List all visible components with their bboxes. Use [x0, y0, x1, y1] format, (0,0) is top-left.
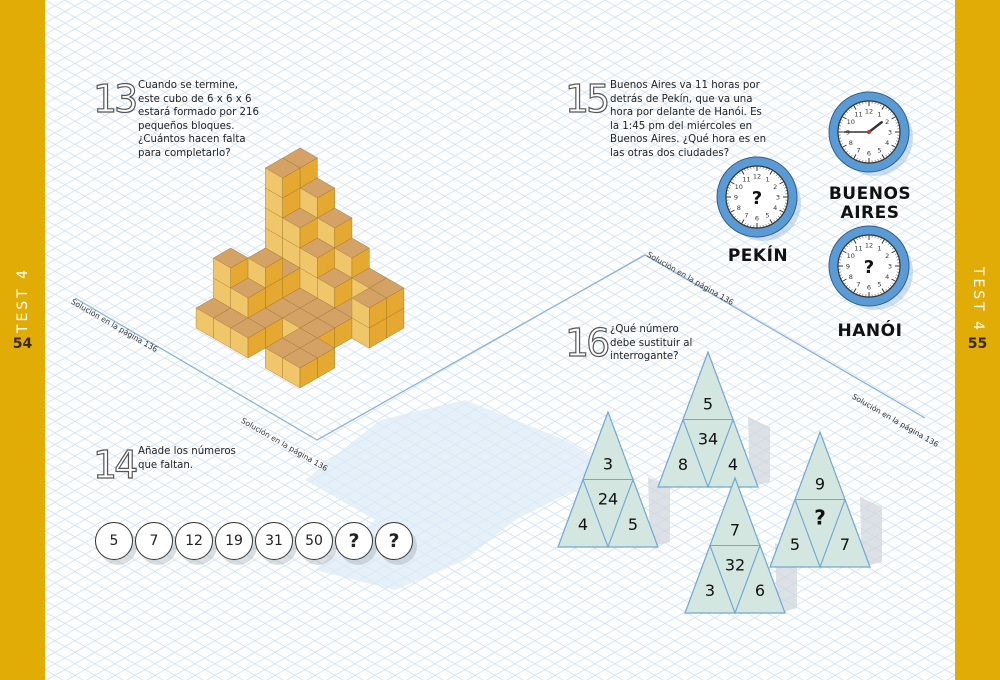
right-page-band: TEST 4 55: [955, 0, 1000, 680]
sequence-item: 50: [295, 522, 333, 560]
clock-numeral: 5: [877, 147, 881, 155]
clock-numeral: 11: [854, 244, 862, 252]
cube-block: [230, 317, 266, 359]
cube-block: [264, 157, 301, 199]
clock-numeral: 12: [865, 242, 873, 250]
puzzle-13-number: 13: [92, 77, 139, 121]
cube-block: [351, 287, 388, 329]
clock-numeral: 10: [735, 183, 743, 191]
clock-numeral: 6: [867, 284, 871, 292]
cube-structure: [195, 147, 405, 388]
city-hanoi: HANÓI: [837, 321, 903, 341]
sequence-unknown: ?: [375, 522, 413, 560]
clock-numeral: 11: [742, 175, 750, 183]
clock-hour-hand: [867, 121, 883, 134]
triangle-top-number: 7: [730, 520, 740, 539]
clock-numeral: 1: [877, 244, 881, 252]
sequence-item: 31: [255, 522, 293, 560]
clock-numeral: 4: [885, 139, 889, 147]
section-label-right: TEST 4: [969, 266, 986, 334]
clock-numeral: 6: [755, 215, 759, 223]
number-triangle: 5 8 34 4: [657, 350, 770, 489]
left-page-band: TEST 4 54: [0, 0, 45, 680]
triangle-center-number: 34: [698, 429, 718, 448]
clock-numeral: 9: [846, 263, 850, 271]
puzzle-14-number: 14: [92, 443, 139, 487]
clock-numeral: 10: [847, 118, 855, 126]
clock-face: [725, 165, 789, 229]
clock-numeral: 1: [765, 175, 769, 183]
clock-numeral: 5: [765, 212, 769, 220]
triangle-left-number: 8: [678, 455, 688, 474]
isometric-grid: [45, 0, 955, 680]
cube-block: [299, 237, 336, 279]
cube-block: [299, 177, 336, 219]
triangle-right-number: 7: [840, 535, 850, 554]
puzzle-16-text: ¿Qué número debe sustituir al interrogan…: [610, 324, 693, 363]
clock-numeral: 10: [847, 252, 855, 260]
clock-numeral: 8: [737, 204, 741, 212]
clock-unknown: ?: [752, 188, 762, 209]
clock-numeral: 2: [885, 118, 889, 126]
triangle-center-number: 32: [725, 555, 745, 574]
clock-numeral: 4: [885, 273, 889, 281]
clock-numeral: 11: [854, 110, 862, 118]
section-label-left: TEST 4: [14, 266, 31, 334]
page-number-right: 55: [967, 336, 988, 352]
triangle-right-number: 4: [728, 455, 738, 474]
puzzle-13-text: Cuando se termine, este cubo de 6 x 6 x …: [138, 80, 259, 159]
clock-numeral: 7: [856, 147, 860, 155]
page-number-left: 54: [12, 336, 33, 352]
clock-numeral: 4: [773, 204, 777, 212]
clock-numeral: 2: [885, 252, 889, 260]
clock-numeral: 8: [849, 139, 853, 147]
number-triangle: 9 5? 7: [769, 430, 882, 569]
triangle-right-number: 6: [755, 581, 765, 600]
triangle-left-number: 5: [790, 535, 800, 554]
triangle-left-number: 3: [705, 581, 715, 600]
clock-numeral: 6: [867, 150, 871, 158]
clock-numeral: 12: [753, 173, 761, 181]
puzzle-14-text: Añade los números que faltan.: [138, 446, 236, 471]
triangle-top-number: 5: [703, 394, 713, 413]
clock-numeral: 3: [776, 194, 780, 202]
clock-numeral: 12: [865, 108, 873, 116]
triangle-left-number: 4: [578, 515, 588, 534]
triangle-center-number: ?: [814, 505, 826, 529]
number-triangle: 3 4 24 5: [557, 410, 670, 549]
triangle-right-number: 5: [628, 515, 638, 534]
clock-numeral: 1: [877, 110, 881, 118]
city-buenos-aires: BUENOS AIRES: [828, 184, 912, 223]
sequence-unknown: ?: [335, 522, 373, 560]
puzzle-16-number: 16: [564, 321, 611, 365]
puzzle-15-number: 15: [564, 77, 611, 121]
clock-unknown: ?: [864, 257, 874, 278]
cube-block: [316, 267, 353, 309]
triangle-top-number: 9: [815, 474, 825, 493]
clock-numeral: 2: [773, 183, 777, 191]
clock-numeral: 5: [877, 281, 881, 289]
clock-numeral: 3: [888, 129, 892, 137]
clock-numeral: 3: [888, 263, 892, 271]
sequence-item: 19: [215, 522, 253, 560]
clock-face: [837, 234, 901, 298]
triangle-center-number: 24: [598, 489, 618, 508]
puzzle-15-text: Buenos Aires va 11 horas por detrás de P…: [610, 80, 767, 159]
cube-block: [282, 347, 318, 388]
clock-numeral: 7: [856, 281, 860, 289]
clock-numeral: 9: [734, 194, 738, 202]
triangle-top-number: 3: [603, 454, 613, 473]
city-pekin: PEKÍN: [727, 246, 789, 266]
sequence-item: 7: [135, 522, 173, 560]
clock-numeral: 7: [744, 212, 748, 220]
sequence-item: 5: [95, 522, 133, 560]
clock-numeral: 8: [849, 273, 853, 281]
sequence-item: 12: [175, 522, 213, 560]
